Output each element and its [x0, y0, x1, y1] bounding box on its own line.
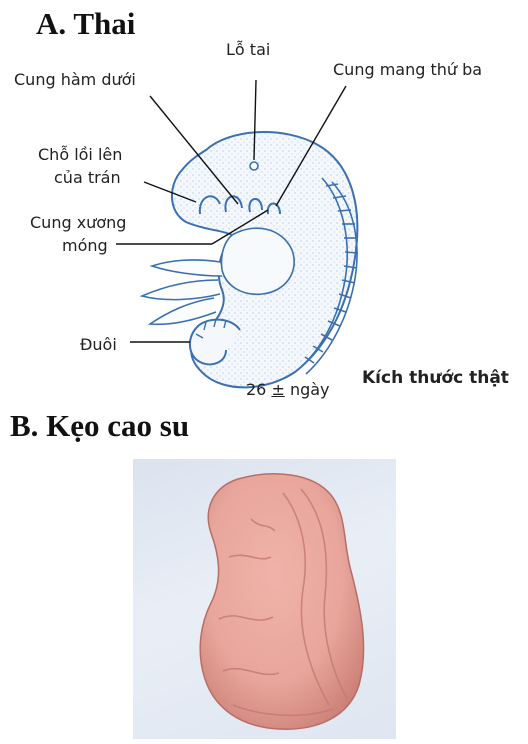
label-tail: Đuôi — [80, 335, 117, 355]
label-forehead-bulge-2: của trán — [54, 168, 121, 188]
limb-buds — [142, 260, 222, 324]
age-plus-minus: ± — [271, 380, 284, 399]
label-hyoid-arch-1: Cung xương — [30, 213, 126, 233]
label-mandibular-arch: Cung hàm dưới — [14, 70, 136, 90]
section-b-title: B. Kẹo cao su — [10, 410, 189, 441]
gum-photo — [133, 459, 396, 739]
age-unit: ngày — [290, 380, 330, 399]
label-age: 26 ± ngày — [246, 380, 330, 400]
gum-shape — [200, 474, 363, 729]
label-actual-size: Kích thước thật — [362, 368, 509, 389]
ear-pit-mark — [250, 162, 258, 170]
label-hyoid-arch-2: móng — [62, 236, 108, 256]
label-third-arch: Cung mang thứ ba — [333, 60, 482, 80]
gum-illustration — [133, 459, 396, 739]
age-value: 26 — [246, 380, 266, 399]
heart-bulge — [221, 228, 294, 294]
label-ear-pit: Lỗ tai — [226, 40, 270, 60]
label-forehead-bulge-1: Chỗ lồi lên — [38, 145, 122, 165]
